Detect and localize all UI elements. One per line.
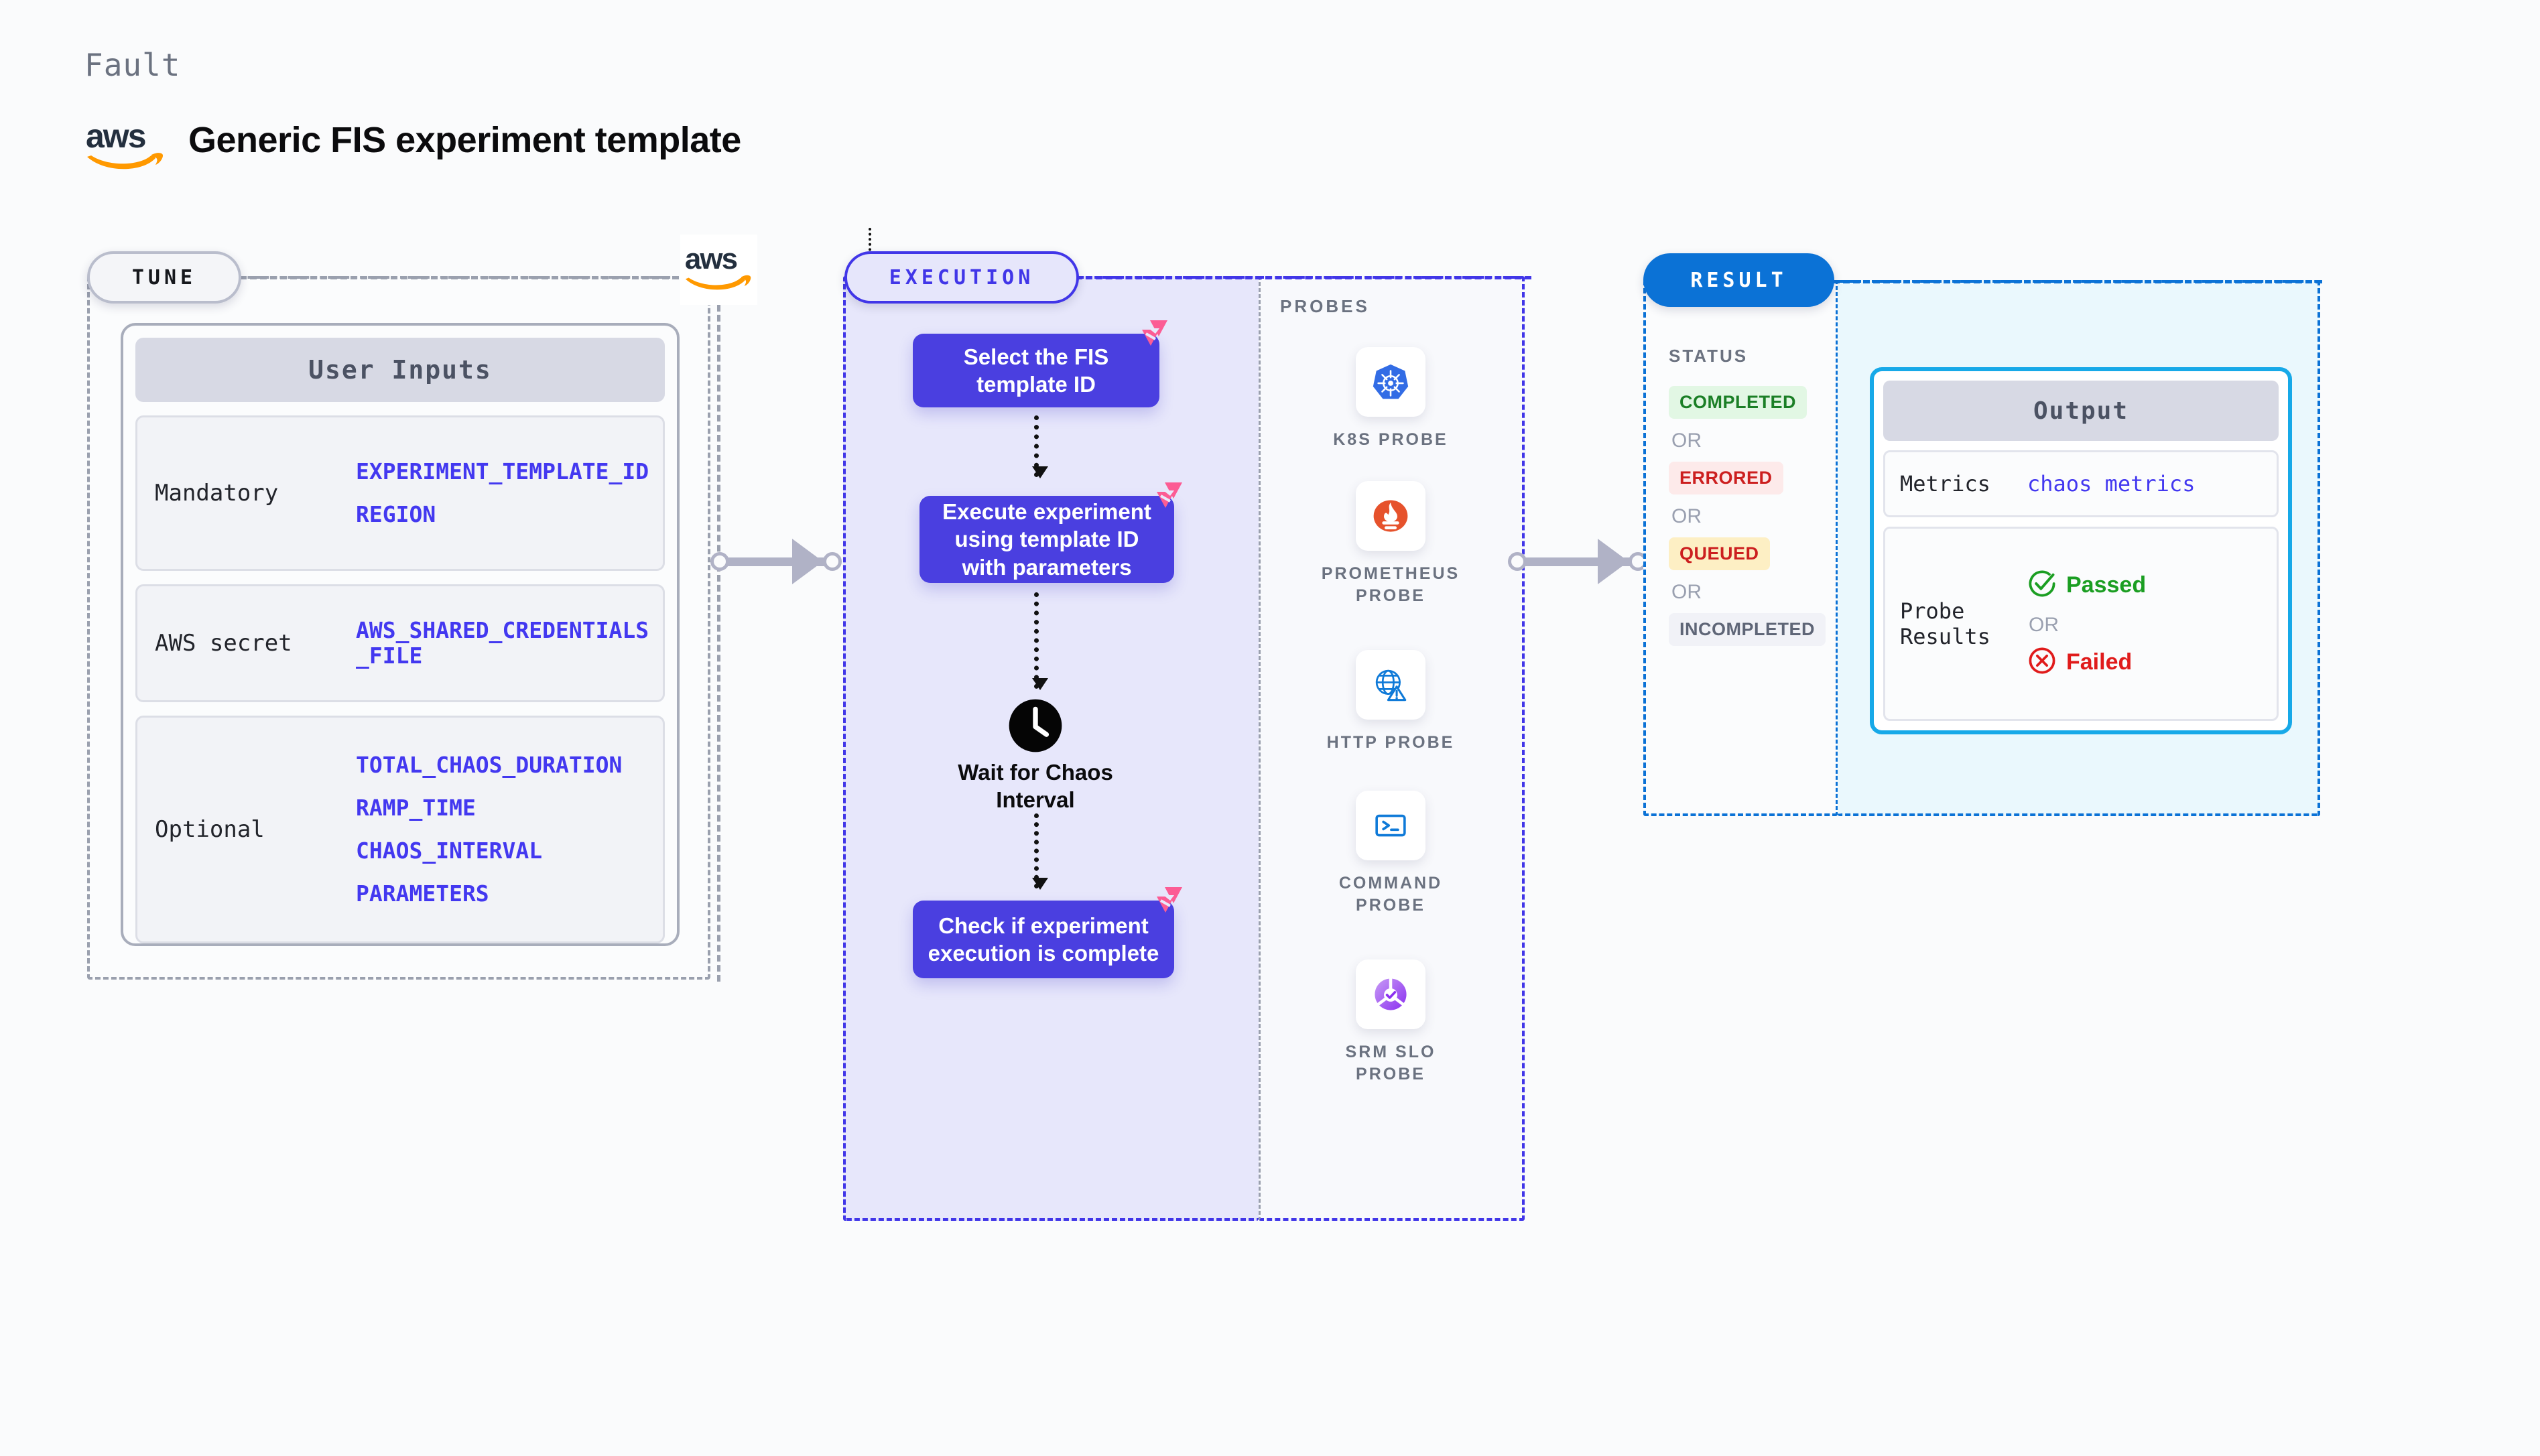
output-row-label: Metrics bbox=[1900, 470, 1990, 497]
stage-pill-execution[interactable]: EXECUTION bbox=[844, 251, 1079, 304]
execution-tick-line bbox=[869, 228, 871, 256]
flow-step-label: Execute experiment using template ID wit… bbox=[942, 499, 1151, 580]
probe-item-k8s[interactable]: K8S PROBE bbox=[1314, 347, 1468, 451]
result-stage-link bbox=[1833, 280, 2322, 283]
probe-label: HTTP PROBE bbox=[1326, 733, 1455, 752]
row-label: Mandatory bbox=[155, 480, 279, 507]
litmus-icon bbox=[1147, 886, 1184, 921]
output-card: Output Metrics chaos metrics Probe Resul… bbox=[1870, 367, 2292, 734]
srm-slo-icon bbox=[1356, 959, 1425, 1029]
stage-pill-result[interactable]: RESULT bbox=[1643, 253, 1834, 307]
output-row-probe-results: Probe Results Passed OR bbox=[1883, 527, 2279, 721]
row-value: CHAOS_INTERVAL bbox=[356, 838, 543, 864]
or-separator: OR bbox=[1671, 505, 1702, 527]
probe-item-http[interactable]: HTTP PROBE bbox=[1314, 650, 1468, 754]
output-metrics-value: chaos metrics bbox=[2027, 471, 2196, 497]
probe-item-srm-slo[interactable]: SRM SLO PROBE bbox=[1314, 959, 1468, 1085]
svg-text:aws: aws bbox=[86, 117, 145, 155]
output-row-label: Probe Results bbox=[1900, 598, 1990, 649]
status-badge-incompleted: INCOMPLETED bbox=[1669, 613, 1826, 646]
flow-step-label: Check if experiment execution is complet… bbox=[928, 913, 1159, 966]
status-badge-errored: ERRORED bbox=[1669, 462, 1783, 494]
row-value: PARAMETERS bbox=[356, 880, 489, 907]
probe-label: SRM SLO PROBE bbox=[1345, 1043, 1436, 1083]
flow-arrow bbox=[1032, 813, 1048, 890]
probes-section-label: PROBES bbox=[1280, 296, 1370, 316]
flow-arrow bbox=[1032, 415, 1048, 478]
user-inputs-card: User Inputs Mandatory EXPERIMENT_TEMPLAT… bbox=[121, 323, 680, 946]
status-list: COMPLETED OR ERRORED OR QUEUED OR INCOMP… bbox=[1669, 386, 1836, 646]
probe-label: COMMAND PROBE bbox=[1338, 874, 1443, 915]
user-input-row-optional: Optional TOTAL_CHAOS_DURATION RAMP_TIME … bbox=[135, 716, 665, 943]
page-header: Fault aws Generic FIS experiment templat… bbox=[84, 40, 1023, 174]
row-label: AWS secret bbox=[155, 630, 292, 657]
clock-icon bbox=[999, 698, 1072, 756]
probe-item-prometheus[interactable]: PROMETHEUS PROBE bbox=[1314, 481, 1468, 606]
stage-pill-tune-label: TUNE bbox=[131, 265, 197, 289]
globe-warning-icon bbox=[1356, 650, 1425, 720]
probe-item-command[interactable]: COMMAND PROBE bbox=[1314, 791, 1468, 916]
probe-label: K8S PROBE bbox=[1333, 430, 1448, 449]
status-badge-queued: QUEUED bbox=[1669, 537, 1770, 570]
probe-result-failed: Failed bbox=[2027, 646, 2146, 679]
stage-pill-tune[interactable]: TUNE bbox=[87, 251, 241, 304]
prometheus-icon bbox=[1356, 481, 1425, 551]
stage-pill-execution-label: EXECUTION bbox=[889, 265, 1035, 289]
aws-logo-icon: aws bbox=[84, 115, 172, 176]
user-inputs-title: User Inputs bbox=[135, 338, 665, 402]
terminal-icon bbox=[1356, 791, 1425, 860]
flow-step-label: Select the FIS template ID bbox=[963, 344, 1109, 397]
probe-result-passed: Passed bbox=[2027, 569, 2146, 602]
tune-stage-link bbox=[240, 276, 709, 279]
fault-label: Fault bbox=[84, 47, 181, 83]
svg-text:aws: aws bbox=[685, 243, 737, 275]
flow-arrow bbox=[1032, 592, 1048, 690]
user-input-row-mandatory: Mandatory EXPERIMENT_TEMPLATE_ID REGION bbox=[135, 415, 665, 571]
check-circle-icon bbox=[2027, 569, 2057, 602]
or-separator: OR bbox=[1671, 581, 1702, 603]
row-value: EXPERIMENT_TEMPLATE_ID bbox=[356, 458, 649, 485]
page-title: Generic FIS experiment template bbox=[188, 120, 741, 160]
status-section-label: STATUS bbox=[1669, 346, 1749, 366]
probes-zone bbox=[1259, 276, 1525, 1221]
x-circle-icon bbox=[2027, 646, 2057, 679]
or-separator: OR bbox=[2029, 614, 2059, 636]
probe-label: PROMETHEUS PROBE bbox=[1321, 564, 1460, 605]
output-row-metrics: Metrics chaos metrics bbox=[1883, 450, 2279, 517]
flow-step-select-template[interactable]: Select the FIS template ID bbox=[913, 320, 1167, 407]
connector-tune-to-execution bbox=[710, 539, 844, 584]
row-value: RAMP_TIME bbox=[356, 795, 476, 821]
wait-for-chaos-interval-label: Wait for Chaos Interval bbox=[958, 760, 1113, 813]
litmus-icon bbox=[1133, 319, 1169, 354]
aws-logo-icon: aws bbox=[680, 235, 757, 305]
output-title: Output bbox=[1883, 381, 2279, 441]
row-label: Optional bbox=[155, 816, 265, 843]
status-badge-completed: COMPLETED bbox=[1669, 386, 1807, 419]
probe-result-passed-label: Passed bbox=[2066, 572, 2147, 598]
or-separator: OR bbox=[1671, 429, 1702, 452]
probe-result-failed-label: Failed bbox=[2066, 649, 2133, 675]
user-input-row-aws-secret: AWS secret AWS_SHARED_CREDENTIALS _FILE bbox=[135, 584, 665, 702]
execution-stage-link bbox=[1076, 276, 1531, 279]
stage-pill-result-label: RESULT bbox=[1690, 268, 1787, 292]
litmus-icon bbox=[1147, 481, 1184, 516]
connector-execution-to-result bbox=[1508, 539, 1650, 584]
row-value: TOTAL_CHAOS_DURATION bbox=[356, 752, 623, 779]
flow-step-check-complete[interactable]: Check if experiment execution is complet… bbox=[913, 887, 1182, 978]
execution-zone bbox=[843, 276, 1259, 1221]
row-value: REGION bbox=[356, 501, 436, 527]
kubernetes-icon bbox=[1356, 347, 1425, 417]
aws-divider-line bbox=[717, 305, 720, 982]
row-value: AWS_SHARED_CREDENTIALS _FILE bbox=[356, 617, 649, 669]
flow-step-execute-experiment[interactable]: Execute experiment using template ID wit… bbox=[919, 482, 1182, 583]
